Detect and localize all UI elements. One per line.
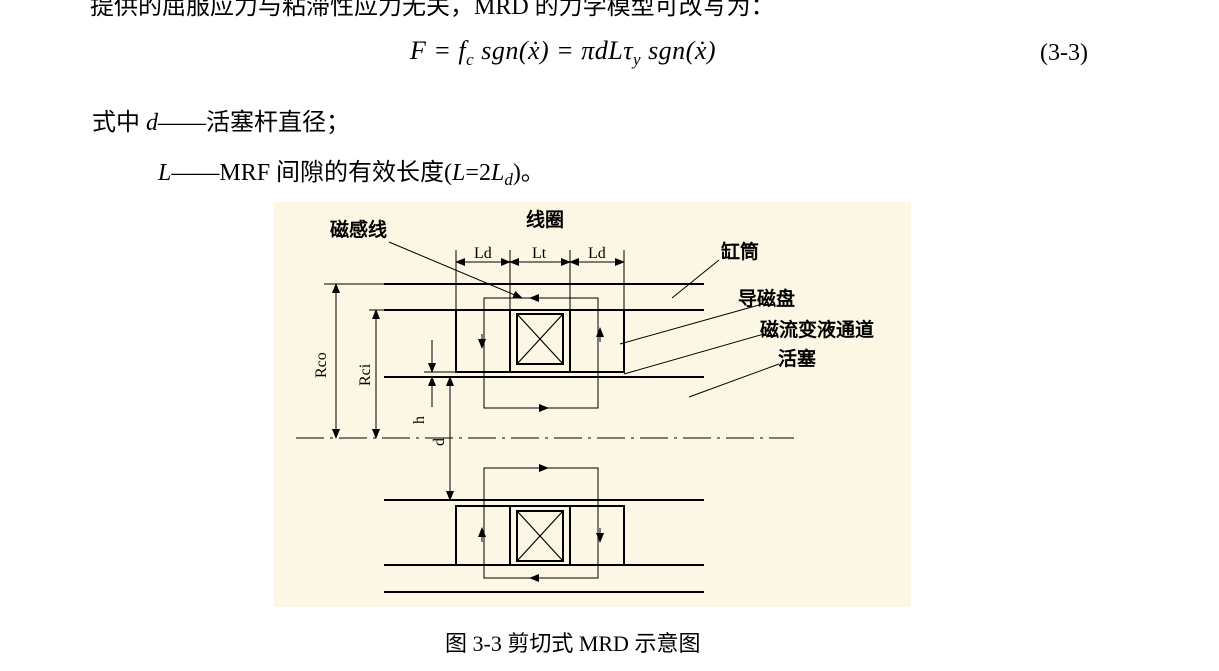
label-coil: 线圈 bbox=[526, 208, 564, 231]
label-mr-channel: 磁流变液通道 bbox=[760, 318, 874, 341]
dim-d: d bbox=[431, 438, 448, 446]
equation-number: (3-3) bbox=[1040, 40, 1088, 66]
label-piston: 活塞 bbox=[778, 347, 817, 370]
dim-Rci: Rci bbox=[357, 363, 374, 386]
dim-Ld-left: Ld bbox=[474, 245, 492, 262]
definition-L: L——MRF 间隙的有效长度(L=2Ld)。 bbox=[158, 160, 545, 189]
label-flux-lines: 磁感线 bbox=[330, 218, 387, 241]
dim-h: h bbox=[411, 416, 428, 424]
schematic-svg: 磁感线 线圈 缸筒 导磁盘 磁流变液通道 活塞 Ld Lt Ld Rco Rci… bbox=[296, 208, 874, 593]
equation-3-3: F = fc sgn(ẋ) = πdLτy sgn(ẋ) bbox=[410, 36, 717, 69]
figure-caption: 图 3-3 剪切式 MRD 示意图 bbox=[445, 631, 701, 656]
label-guide-disk: 导磁盘 bbox=[738, 287, 795, 310]
mrd-schematic-figure: 磁感线 线圈 缸筒 导磁盘 磁流变液通道 活塞 Ld Lt Ld Rco Rci… bbox=[274, 202, 911, 607]
dim-Lt: Lt bbox=[532, 245, 547, 262]
dim-Ld-right: Ld bbox=[588, 245, 606, 262]
previous-text-line: 提供的屈服应力与粘滞性应力无关，MRD 的力学模型可改写为： bbox=[90, 0, 775, 20]
dim-Rco: Rco bbox=[313, 352, 330, 378]
definition-d: 式中 d——活塞杆直径； bbox=[92, 110, 350, 136]
label-cylinder: 缸筒 bbox=[721, 240, 759, 263]
